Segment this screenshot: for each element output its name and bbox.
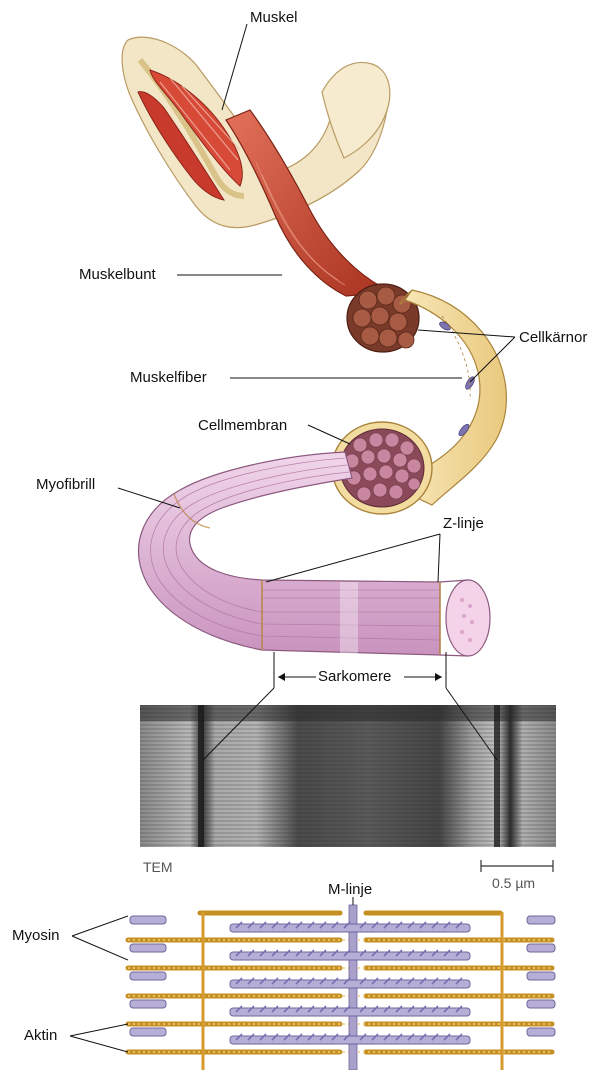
leader-z-line-1	[266, 534, 440, 582]
label-actin: Aktin	[24, 1028, 57, 1043]
label-z-line: Z-linje	[443, 516, 484, 531]
leader-actin-2	[70, 1036, 128, 1052]
label-myosin: Myosin	[12, 928, 60, 943]
leader-muscle	[222, 24, 247, 110]
scale-bar	[481, 860, 553, 872]
leader-myosin-2	[72, 936, 128, 960]
label-muscle: Muskel	[250, 10, 298, 25]
sarcomere-schematic	[128, 905, 555, 1070]
leader-myosin-1	[72, 916, 128, 936]
label-cell-membrane: Cellmembran	[198, 418, 287, 433]
label-myofibril: Myofibrill	[36, 477, 95, 492]
fascicle-cross-section	[347, 284, 419, 352]
leader-actin-1	[70, 1024, 128, 1036]
label-muscle-fiber: Muskelfiber	[130, 370, 207, 385]
label-sarcomere: Sarkomere	[318, 669, 391, 684]
leader-cell-membrane	[308, 425, 350, 444]
leader-z-line-2	[438, 534, 440, 582]
label-muscle-bundle: Muskelbunt	[79, 267, 156, 282]
label-scale-bar: 0.5 µm	[492, 876, 535, 890]
label-tem: TEM	[143, 860, 173, 874]
tem-z-line-left	[198, 705, 204, 847]
label-m-line: M-linje	[328, 882, 372, 897]
tem-z-line-right	[494, 705, 500, 847]
tem-micrograph	[140, 705, 556, 847]
label-cell-nuclei: Cellkärnor	[519, 330, 587, 345]
